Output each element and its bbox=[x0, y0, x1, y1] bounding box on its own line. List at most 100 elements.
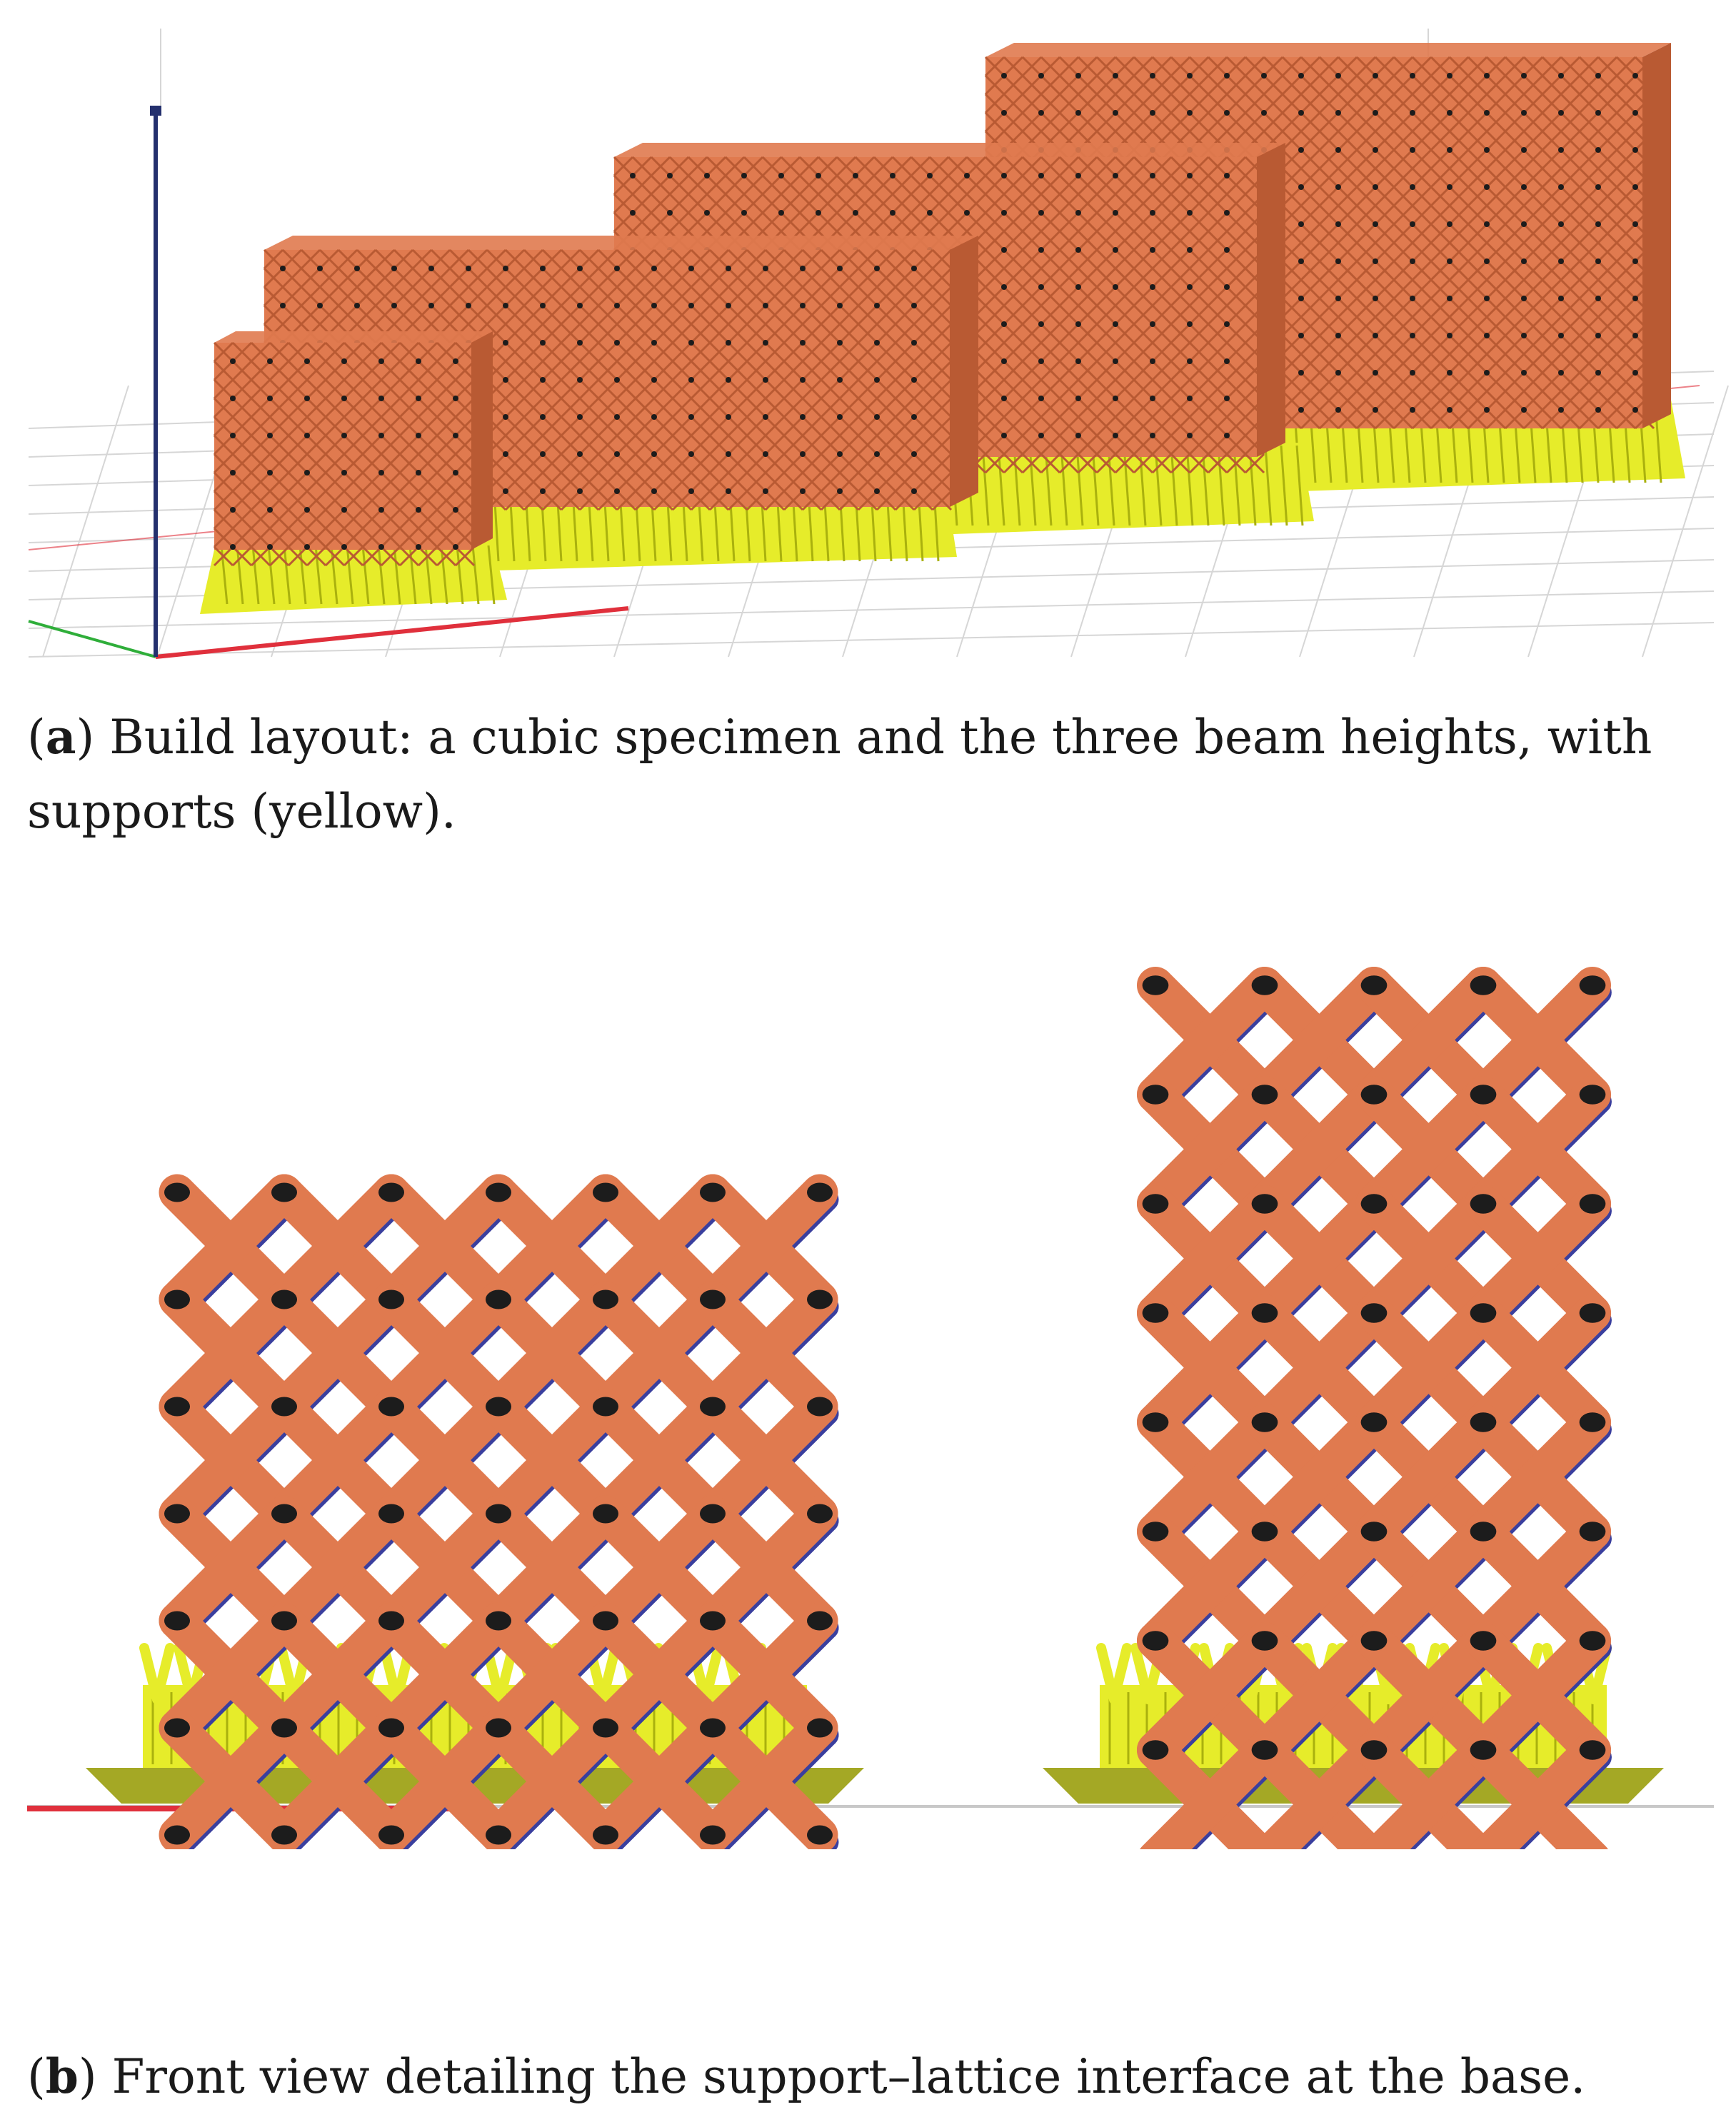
strut bbox=[1634, 111, 1655, 133]
node bbox=[927, 210, 933, 216]
strut bbox=[913, 397, 934, 418]
node bbox=[741, 210, 747, 216]
strut bbox=[1504, 260, 1525, 281]
strut bbox=[1207, 211, 1228, 233]
strut bbox=[1634, 278, 1655, 300]
strut bbox=[398, 434, 420, 456]
node bbox=[1632, 221, 1638, 227]
strut bbox=[894, 360, 915, 381]
node bbox=[1038, 321, 1044, 327]
strut bbox=[1207, 323, 1228, 344]
strut bbox=[910, 211, 931, 233]
strut bbox=[1003, 323, 1024, 344]
strut bbox=[820, 360, 841, 381]
node bbox=[1150, 73, 1155, 79]
strut bbox=[894, 416, 915, 437]
node bbox=[1150, 110, 1155, 116]
strut bbox=[1095, 286, 1117, 307]
strut bbox=[1634, 241, 1655, 263]
node bbox=[1075, 396, 1081, 401]
strut bbox=[324, 416, 346, 437]
strut bbox=[1188, 341, 1210, 363]
strut bbox=[1355, 130, 1377, 151]
node bbox=[1558, 110, 1564, 116]
strut bbox=[1615, 408, 1637, 430]
node bbox=[1410, 407, 1415, 413]
strut bbox=[854, 211, 875, 233]
node bbox=[614, 340, 620, 346]
node bbox=[1298, 110, 1304, 116]
strut bbox=[504, 453, 526, 474]
strut bbox=[560, 304, 581, 326]
node bbox=[807, 1182, 833, 1202]
strut bbox=[480, 1602, 624, 1746]
strut bbox=[266, 1388, 410, 1532]
strut bbox=[1560, 186, 1581, 207]
strut bbox=[653, 323, 674, 344]
strut bbox=[231, 545, 253, 567]
node bbox=[503, 266, 508, 271]
strut bbox=[1021, 211, 1043, 233]
strut bbox=[873, 156, 894, 177]
strut bbox=[1560, 371, 1581, 393]
strut bbox=[1615, 371, 1637, 393]
strut bbox=[454, 360, 476, 381]
node bbox=[874, 377, 880, 383]
strut bbox=[1095, 111, 1117, 133]
strut bbox=[1578, 334, 1600, 356]
strut bbox=[324, 545, 346, 567]
strut bbox=[1003, 248, 1024, 270]
node bbox=[1447, 110, 1452, 116]
node bbox=[1595, 370, 1601, 376]
node bbox=[911, 414, 917, 420]
strut bbox=[910, 193, 931, 214]
strut bbox=[1133, 193, 1154, 214]
strut bbox=[1393, 130, 1414, 151]
strut bbox=[1058, 56, 1080, 77]
strut bbox=[523, 453, 544, 474]
strut bbox=[1281, 130, 1303, 151]
node bbox=[688, 488, 694, 494]
strut bbox=[1522, 334, 1544, 356]
strut bbox=[263, 248, 284, 270]
strut bbox=[1467, 260, 1488, 281]
strut bbox=[1411, 408, 1433, 430]
strut bbox=[1318, 408, 1340, 430]
node bbox=[341, 507, 347, 513]
strut bbox=[913, 286, 934, 307]
strut bbox=[578, 323, 600, 344]
strut bbox=[597, 360, 618, 381]
strut bbox=[1095, 304, 1117, 326]
node bbox=[271, 1397, 297, 1417]
node bbox=[1298, 73, 1304, 79]
node bbox=[1558, 73, 1564, 79]
node bbox=[304, 507, 310, 513]
strut bbox=[1281, 204, 1303, 226]
strut bbox=[727, 360, 748, 381]
strut bbox=[411, 267, 433, 288]
strut bbox=[523, 434, 544, 456]
build-parts bbox=[200, 43, 1685, 614]
strut bbox=[1133, 56, 1154, 77]
strut bbox=[417, 360, 438, 381]
strut bbox=[1374, 149, 1395, 170]
strut bbox=[1095, 434, 1117, 456]
strut bbox=[1021, 230, 1043, 251]
node bbox=[964, 173, 970, 178]
strut bbox=[1170, 304, 1191, 326]
node bbox=[271, 1504, 297, 1524]
strut bbox=[1374, 334, 1395, 356]
strut bbox=[727, 323, 748, 344]
strut bbox=[1522, 316, 1544, 337]
support-strut bbox=[330, 545, 338, 605]
node bbox=[1410, 73, 1415, 79]
node bbox=[1038, 110, 1044, 116]
strut bbox=[1114, 248, 1135, 270]
strut bbox=[1467, 297, 1488, 318]
strut bbox=[587, 1495, 731, 1639]
strut bbox=[690, 378, 711, 400]
strut bbox=[1504, 149, 1525, 170]
strut bbox=[1318, 316, 1340, 337]
strut bbox=[1170, 56, 1191, 77]
strut bbox=[891, 193, 913, 214]
